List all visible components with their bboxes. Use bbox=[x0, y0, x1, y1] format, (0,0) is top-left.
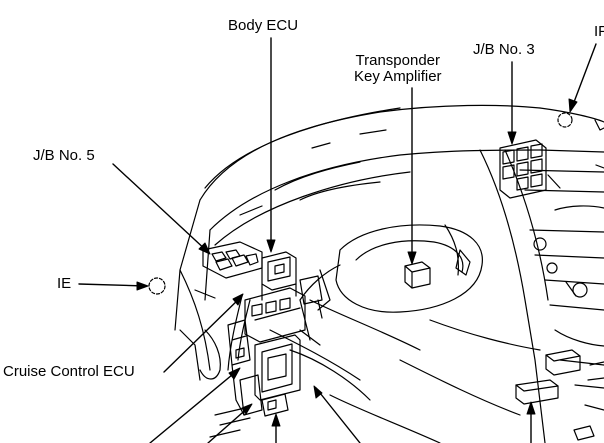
jb-no3-component bbox=[499, 139, 547, 199]
jb-no5-component bbox=[202, 241, 263, 279]
transponder-label-line2: Key Amplifier bbox=[354, 68, 442, 85]
transponder-label-line1: Transponder bbox=[355, 52, 441, 69]
ie-ground-point bbox=[148, 277, 166, 295]
transponder-key-amplifier-component bbox=[404, 261, 431, 289]
ip-ground-point bbox=[557, 112, 573, 128]
left-dash-panel bbox=[179, 269, 323, 381]
ground-point-markers bbox=[148, 112, 573, 295]
ip-label: IP bbox=[594, 23, 604, 40]
body-ecu-component bbox=[261, 251, 297, 301]
steering-column bbox=[289, 269, 371, 401]
lower-ecu-block bbox=[209, 287, 306, 438]
ie-label: IE bbox=[57, 275, 72, 292]
body-ecu-label: Body ECU bbox=[228, 17, 299, 34]
jb-no5-label: J/B No. 5 bbox=[33, 147, 95, 164]
arrowheads bbox=[136, 98, 578, 427]
center-console bbox=[479, 119, 604, 443]
instrument-cluster bbox=[299, 224, 483, 341]
jb-no3-label: J/B No. 3 bbox=[473, 41, 535, 58]
leader-lines bbox=[78, 37, 597, 443]
transponder-key-amplifier-label: Transponder Key Amplifier bbox=[354, 53, 442, 85]
console-modules bbox=[515, 349, 604, 441]
cruise-control-ecu-label: Cruise Control ECU bbox=[3, 363, 135, 380]
